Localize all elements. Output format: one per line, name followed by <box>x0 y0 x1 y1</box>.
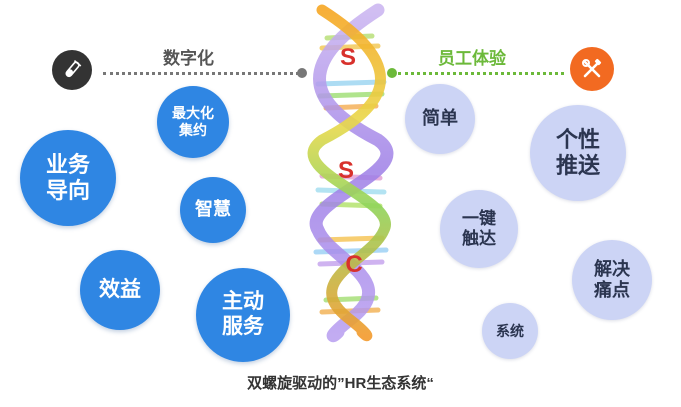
bubble-active-service: 主动 服务 <box>196 268 290 362</box>
bubble-solve-pain-points: 解决 痛点 <box>572 240 652 320</box>
tools-icon <box>582 58 602 78</box>
helix-letter-c: C <box>345 251 362 278</box>
right-icon-badge <box>570 47 614 91</box>
right-connector-start <box>387 68 397 78</box>
right-connector <box>398 72 564 75</box>
left-connector <box>103 72 299 75</box>
diagram-caption: 双螺旋驱动的”HR生态系统“ <box>247 375 434 392</box>
left-connector-end <box>297 68 307 78</box>
left-heading: 数字化 <box>163 49 214 68</box>
right-heading: 员工体验 <box>438 49 506 68</box>
helix-letter-s-top: S <box>340 44 356 71</box>
bubble-benefit: 效益 <box>80 250 160 330</box>
bubble-personalized-push: 个性 推送 <box>530 105 626 201</box>
test-tube-icon <box>65 60 82 78</box>
bubble-smart: 智慧 <box>180 177 246 243</box>
bubble-business-oriented: 业务 导向 <box>20 130 116 226</box>
helix-letter-s-middle: S <box>338 157 354 184</box>
bubble-system: 系统 <box>482 303 538 359</box>
bubble-one-click-reach: 一键 触达 <box>440 190 518 268</box>
bubble-simple: 简单 <box>405 84 475 154</box>
helix-strand-rainbow <box>307 4 391 342</box>
left-icon-badge <box>52 50 92 90</box>
bubble-max-intensive: 最大化 集约 <box>157 86 229 158</box>
